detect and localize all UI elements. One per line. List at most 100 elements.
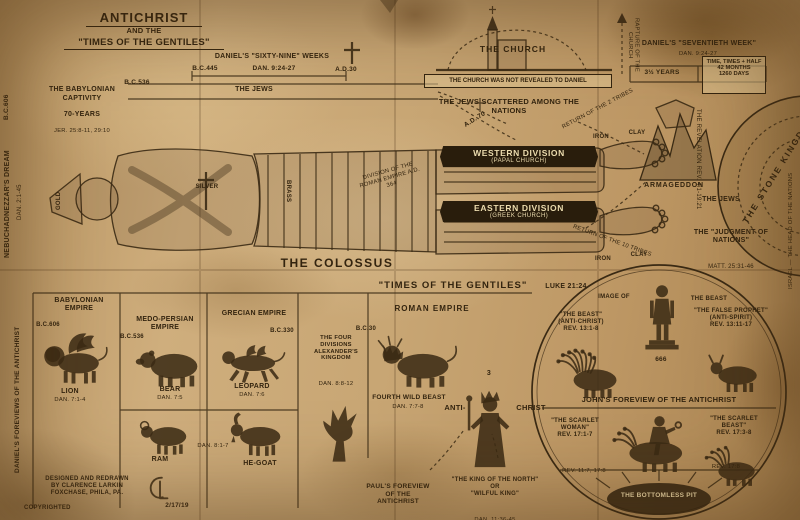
duration-line3: 1260 DAYS — [718, 71, 750, 77]
image-of-label: IMAGE OF — [598, 294, 630, 300]
armageddon-label: ARMAGEDDON — [644, 182, 704, 189]
times-gentiles-label: "TIMES OF THE GENTILES" — [378, 280, 528, 291]
western-division-label: WESTERN DIVISION — [473, 148, 565, 158]
leopard-ref: DAN. 7:6 — [239, 392, 265, 398]
western-division-sub: (PAPAL CHURCH) — [491, 158, 547, 165]
seven-headed-beast-illustration — [556, 348, 617, 398]
bc536-label: B.C.536 — [124, 79, 150, 86]
leopard-label: LEOPARD — [234, 383, 270, 390]
false-prophet-block: "THE FALSE PROPHET" (ANTI-SPIRIT) REV. 1… — [693, 308, 769, 329]
marker-3: 3 — [486, 370, 492, 377]
captivity-years: 70-YEARS — [63, 111, 101, 118]
four-divisions-ref: DAN. 8:8-12 — [318, 381, 354, 388]
luke-ref-label: LUKE 21:24 — [545, 283, 587, 290]
four-divisions-label: THE FOUR DIVISIONS ALEXANDER'S KINGDOM — [313, 334, 359, 362]
antichrist-king-illustration — [466, 390, 510, 468]
bear-label: BEAR — [159, 386, 181, 393]
jews-right-label: THE JEWS — [702, 196, 740, 203]
duration-box: TIME, TIMES + HALF 42 MONTHS 1260 DAYS — [702, 56, 766, 94]
iron-top-label: IRON — [593, 134, 609, 140]
beast-number-666: 666 — [655, 356, 667, 363]
revelation-label: THE REVELATION REV. 4:1-19:21 — [695, 108, 702, 210]
king-of-north-label: "THE KING OF THE NORTH" OR "WILFUL KING" — [451, 476, 539, 498]
winged-lion-illustration — [44, 333, 108, 384]
king-of-north-ref: DAN. 11:36-45 — [474, 516, 516, 520]
page-title-line3: "TIMES OF THE GENTILES" — [64, 37, 224, 51]
duration-line1: TIME, TIMES + HALF — [706, 59, 762, 65]
babylonian-empire-date: B.C.606 — [36, 322, 60, 328]
eastern-division-banner: EASTERN DIVISION (GREEK CHURCH) — [440, 201, 598, 223]
judgment-label: THE "JUDGMENT OF NATIONS" — [693, 228, 769, 245]
false-prophet-beast-illustration — [708, 354, 757, 392]
eastern-division-label: EASTERN DIVISION — [474, 203, 564, 213]
grecian-empire-name: GRECIAN EMPIRE — [221, 310, 287, 317]
johns-foreview-label: JOHN'S FOREVIEW OF THE ANTICHRIST — [581, 395, 737, 404]
grecian-empire-date: B.C.330 — [270, 328, 294, 334]
ram-illustration — [139, 420, 187, 455]
pauls-foreview-label: PAUL'S FOREVIEW OF THE ANTICHRIST — [366, 482, 430, 506]
ad30-label: A.D.30 — [335, 66, 357, 73]
babylonian-empire-name: BABYLONIAN EMPIRE — [54, 297, 104, 313]
lion-ref: DAN. 7:1-4 — [54, 397, 86, 403]
the-beast-caption: THE BEAST — [690, 296, 728, 302]
roman-empire-date: B.C.30 — [355, 326, 377, 332]
sixty-nine-weeks-label: DANIEL'S "SIXTY-NINE" WEEKS — [214, 53, 330, 60]
silver-label: SILVER — [195, 184, 219, 190]
judgment-of-nations-block: THE "JUDGMENT OF NATIONS" MATT. 25:31-46 — [684, 210, 778, 290]
bear-ref: DAN. 7:5 — [157, 395, 183, 401]
pauls-foreview-block: PAUL'S FOREVIEW OF THE ANTICHRIST 2. THE… — [348, 464, 448, 520]
copyright-label: COPYRIGHTED — [24, 505, 71, 511]
church-note-ribbon: THE CHURCH WAS NOT REVEALED TO DANIEL — [424, 74, 612, 88]
three-half-years-label: 3½ YEARS — [644, 69, 680, 76]
fourth-beast-ref: DAN. 7:7-8 — [392, 404, 424, 410]
king-of-north-block: "THE KING OF THE NORTH" OR "WILFUL KING"… — [444, 458, 546, 520]
rapture-label: RAPTURE OF THE CHURCH — [626, 18, 640, 72]
bottomless-pit-label: THE BOTTOMLESS PIT — [620, 492, 698, 499]
rev-right-label: REV. 17:8 — [711, 464, 741, 470]
roman-empire-name: ROMAN EMPIRE — [394, 304, 470, 313]
brass-label: BRASS — [285, 179, 292, 203]
page-title-line2: AND THE — [126, 26, 162, 35]
jews-band-label: THE JEWS — [235, 86, 273, 93]
leopard-illustration — [222, 345, 286, 383]
rev-left-label: REV. 11:7, 17:8 — [562, 468, 606, 474]
captivity-title: THE BABYLONIAN CAPTIVITY — [48, 86, 116, 102]
bear-illustration — [135, 350, 198, 388]
scarlet-beast-illustration — [704, 445, 755, 486]
date-label: 2/17/19 — [165, 502, 189, 509]
larkin-monogram-icon — [149, 476, 169, 500]
he-goat-illustration — [230, 412, 281, 456]
fourth-beast-illustration — [377, 335, 458, 388]
captivity-ref: JER. 25:8-11, 29:10 — [54, 127, 110, 134]
judgment-ref: MATT. 25:31-46 — [708, 264, 754, 271]
ram-goat-ref: DAN. 8:1-7 — [197, 443, 229, 449]
designer-credit-block: DESIGNED AND REDRAWN BY CLARENCE LARKIN … — [45, 476, 129, 497]
nebuchadnezzar-dream-label: NEBUCHADNEZZAR'S DREAM — [4, 150, 11, 258]
western-division-banner: WESTERN DIVISION (PAPAL CHURCH) — [440, 146, 598, 168]
nebuchadnezzar-dream-ref: DAN. 2:1-45 — [17, 184, 23, 220]
seventieth-week-label: DANIEL'S "SEVENTIETH WEEK" — [641, 40, 757, 47]
jews-scattered-label: THE JEWS SCATTERED AMONG THE NATIONS — [438, 97, 580, 115]
daniels-foreviews-label: DANIEL'S FOREVIEWS OF THE ANTICHRIST — [14, 326, 21, 474]
he-goat-label: HE-GOAT — [243, 460, 277, 467]
image-of-the-beast-illustration — [645, 285, 679, 350]
scarlet-woman-on-beast-illustration — [612, 416, 683, 472]
clay-bottom-label: CLAY — [630, 252, 648, 258]
church-title: THE CHURCH — [479, 44, 547, 54]
four-branch-stump-illustration — [323, 405, 357, 462]
lion-label: LION — [61, 388, 79, 395]
medo-persian-empire-date: B.C.536 — [120, 334, 144, 340]
scarlet-woman-block: "THE SCARLET WOMAN" REV. 17:1-7 — [551, 418, 599, 439]
colossus-name: THE COLOSSUS — [280, 256, 394, 270]
eastern-division-sub: (GREEK CHURCH) — [489, 213, 549, 220]
page-title-line1: ANTICHRIST — [86, 10, 202, 28]
seventieth-week-ref: DAN. 9:24-27 — [678, 51, 718, 57]
israel-label: ISRAEL — THE HEAD OF THE NATIONS — [788, 172, 794, 290]
fourth-beast-label: FOURTH WILD BEAST — [372, 394, 446, 401]
babylonian-captivity-block: THE BABYLONIAN CAPTIVITY 70-YEARS JER. 2… — [42, 78, 122, 143]
scarlet-beast-block: "THE SCARLET BEAST" REV. 17:3-8 — [710, 416, 758, 437]
iron-bottom-label: IRON — [595, 256, 611, 262]
medo-persian-empire-name: MEDO-PERSIAN EMPIRE — [136, 316, 194, 332]
